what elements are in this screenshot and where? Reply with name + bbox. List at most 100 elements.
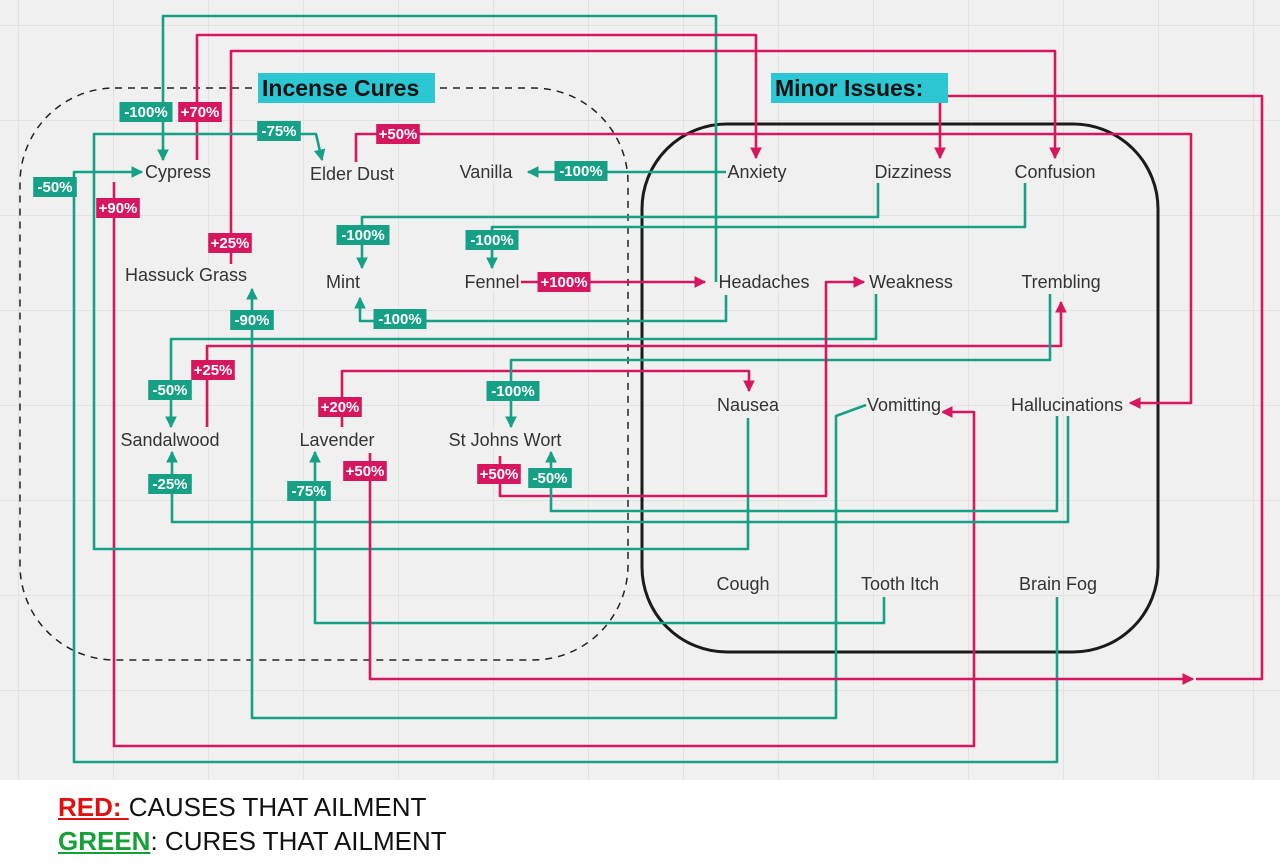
edge-label-nausea-to-elder-dust: -75% — [257, 121, 301, 141]
edge-lavender-to-dizziness-continuation — [934, 94, 1264, 681]
incense-node-mint: Mint — [326, 272, 360, 292]
edge-label-text: -75% — [291, 483, 326, 500]
legend-green-key: GREEN — [58, 826, 151, 856]
edge-label-text: -75% — [261, 123, 296, 140]
issue-node-weakness: Weakness — [869, 272, 953, 292]
edge-cypress-to-vomitting — [112, 182, 976, 748]
edge-label-text: +50% — [480, 466, 519, 483]
edge-label-text: -90% — [234, 312, 269, 329]
edge-label-text: +90% — [99, 200, 138, 217]
edge-label-fennel-to-headaches: +100% — [537, 272, 591, 292]
edge-label-text: -50% — [37, 179, 72, 196]
incense-node-vanilla: Vanilla — [460, 162, 514, 182]
incense-node-st-johns-wort: St Johns Wort — [449, 430, 562, 450]
incense-node-lavender: Lavender — [299, 430, 374, 450]
issues-group-title-text: Minor Issues: — [775, 75, 923, 101]
edge-nausea-to-elder-dust — [92, 132, 750, 551]
edge-label-box — [486, 381, 540, 401]
edge-label-tooth-itch-to-lavender: -75% — [287, 481, 331, 501]
edge-label-box — [208, 233, 252, 253]
edge-label-brain-fog-to-cypress: -50% — [33, 177, 77, 197]
issue-node-hallucinations: Hallucinations — [1011, 395, 1123, 415]
edge-label-box — [287, 481, 331, 501]
edge-vomitting-to-hassuck-grass — [246, 287, 867, 720]
issue-node-confusion: Confusion — [1014, 162, 1095, 182]
legend-green-row: GREEN: CURES THAT AILMENT — [58, 824, 447, 858]
edge-label-elder-dust-to-hallucinations: +50% — [376, 124, 420, 144]
edge-label-box — [148, 380, 192, 400]
edge-label-sandalwood-to-trembling: +25% — [191, 360, 235, 380]
edge-confusion-to-fennel — [486, 183, 1027, 270]
issue-node-cough: Cough — [716, 574, 769, 594]
edge-sandalwood-to-trembling — [205, 300, 1067, 427]
edge-label-trembling-to-st-johns-wort: -100% — [486, 381, 540, 401]
edge-label-dizziness-to-mint: -100% — [336, 225, 390, 245]
edge-brain-fog-to-cypress — [72, 166, 1059, 764]
label-layer: -100% +70% +25% -50% +90% -75% +50% -100% -100% -… — [33, 73, 1126, 597]
edge-label-box — [96, 198, 140, 218]
legend: RED: CAUSES THAT AILMENT GREEN: CURES TH… — [58, 790, 447, 858]
issues-group-title-bg — [771, 73, 948, 103]
issue-node-vomitting: Vomitting — [867, 395, 941, 415]
edge-label-text: +20% — [321, 399, 360, 416]
edge-st-johns-wort-to-weakness — [498, 276, 866, 498]
edge-label-box — [554, 161, 608, 181]
incense-node-fennel: Fennel — [464, 272, 519, 292]
legend-red-text: CAUSES THAT AILMENT — [128, 792, 427, 822]
edge-label-text: +50% — [379, 126, 418, 143]
issues-group-title: Minor Issues: — [771, 73, 948, 103]
edge-label-confusion-to-fennel: -100% — [465, 230, 519, 250]
edge-label-box — [191, 360, 235, 380]
issue-node-dizziness: Dizziness — [874, 162, 951, 182]
edge-label-box — [465, 230, 519, 250]
incense-group-title-bg — [258, 73, 435, 103]
edge-label-text: +70% — [181, 104, 220, 121]
edge-label-box — [119, 102, 173, 122]
edge-lavender-to-nausea — [340, 369, 755, 427]
edge-label-box — [230, 310, 274, 330]
edge-label-box — [33, 177, 77, 197]
edge-label-text: -50% — [152, 382, 187, 399]
edge-headaches-to-mint — [354, 295, 728, 323]
issue-node-trembling: Trembling — [1021, 272, 1100, 292]
incense-node-sandalwood: Sandalwood — [120, 430, 219, 450]
edge-label-box — [343, 461, 387, 481]
edge-label-st-johns-wort-to-weakness: +50% — [477, 464, 521, 484]
edge-label-hassuck-grass-to-confusion: +25% — [208, 233, 252, 253]
edge-label-hallucinations-to-sandalwood: -25% — [148, 474, 192, 494]
edge-label-text: +25% — [194, 362, 233, 379]
diagram-board: -100% +70% +25% -50% +90% -75% +50% -100% -100% -… — [0, 0, 1280, 780]
edge-label-anxiety-to-cypress: -100% — [119, 102, 173, 122]
edge-label-text: -100% — [470, 232, 513, 249]
edge-dizziness-to-mint — [356, 183, 880, 270]
edge-label-text: -100% — [559, 163, 602, 180]
edge-label-anxiety-to-vanilla: -100% — [554, 161, 608, 181]
edge-label-box — [178, 102, 222, 122]
edge-trembling-to-st-johns-wort — [505, 294, 1052, 429]
edge-label-text: -100% — [378, 311, 421, 328]
edge-label-box — [376, 124, 420, 144]
edge-label-text: -100% — [491, 383, 534, 400]
edge-label-box — [336, 225, 390, 245]
legend-red-row: RED: CAUSES THAT AILMENT — [58, 790, 447, 824]
edge-label-box — [257, 121, 301, 141]
edge-label-box — [537, 272, 591, 292]
edge-label-text: -100% — [341, 227, 384, 244]
edge-label-hallucinations-to-st-johns-wort: -50% — [528, 468, 572, 488]
incense-node-cypress: Cypress — [145, 162, 211, 182]
edge-label-text: +100% — [540, 274, 587, 291]
edge-label-text: -25% — [152, 476, 187, 493]
edge-label-weakness-to-sandalwood: -50% — [148, 380, 192, 400]
edge-label-lavender-to-nausea: +20% — [318, 397, 362, 417]
issue-node-tooth-itch: Tooth Itch — [861, 574, 939, 594]
issue-node-nausea: Nausea — [717, 395, 780, 415]
edge-label-cypress-to-vomitting: +90% — [96, 198, 140, 218]
edge-lavender-to-dizziness — [368, 453, 1195, 685]
legend-red-key: RED: — [58, 792, 129, 822]
edge-label-box — [477, 464, 521, 484]
edge-label-lavender-to-dizziness: +50% — [343, 461, 387, 481]
issue-node-brain-fog: Brain Fog — [1019, 574, 1097, 594]
edge-hassuck-grass-to-confusion — [229, 49, 1061, 264]
edge-label-text: +25% — [211, 235, 250, 252]
legend-green-text: : CURES THAT AILMENT — [150, 826, 447, 856]
